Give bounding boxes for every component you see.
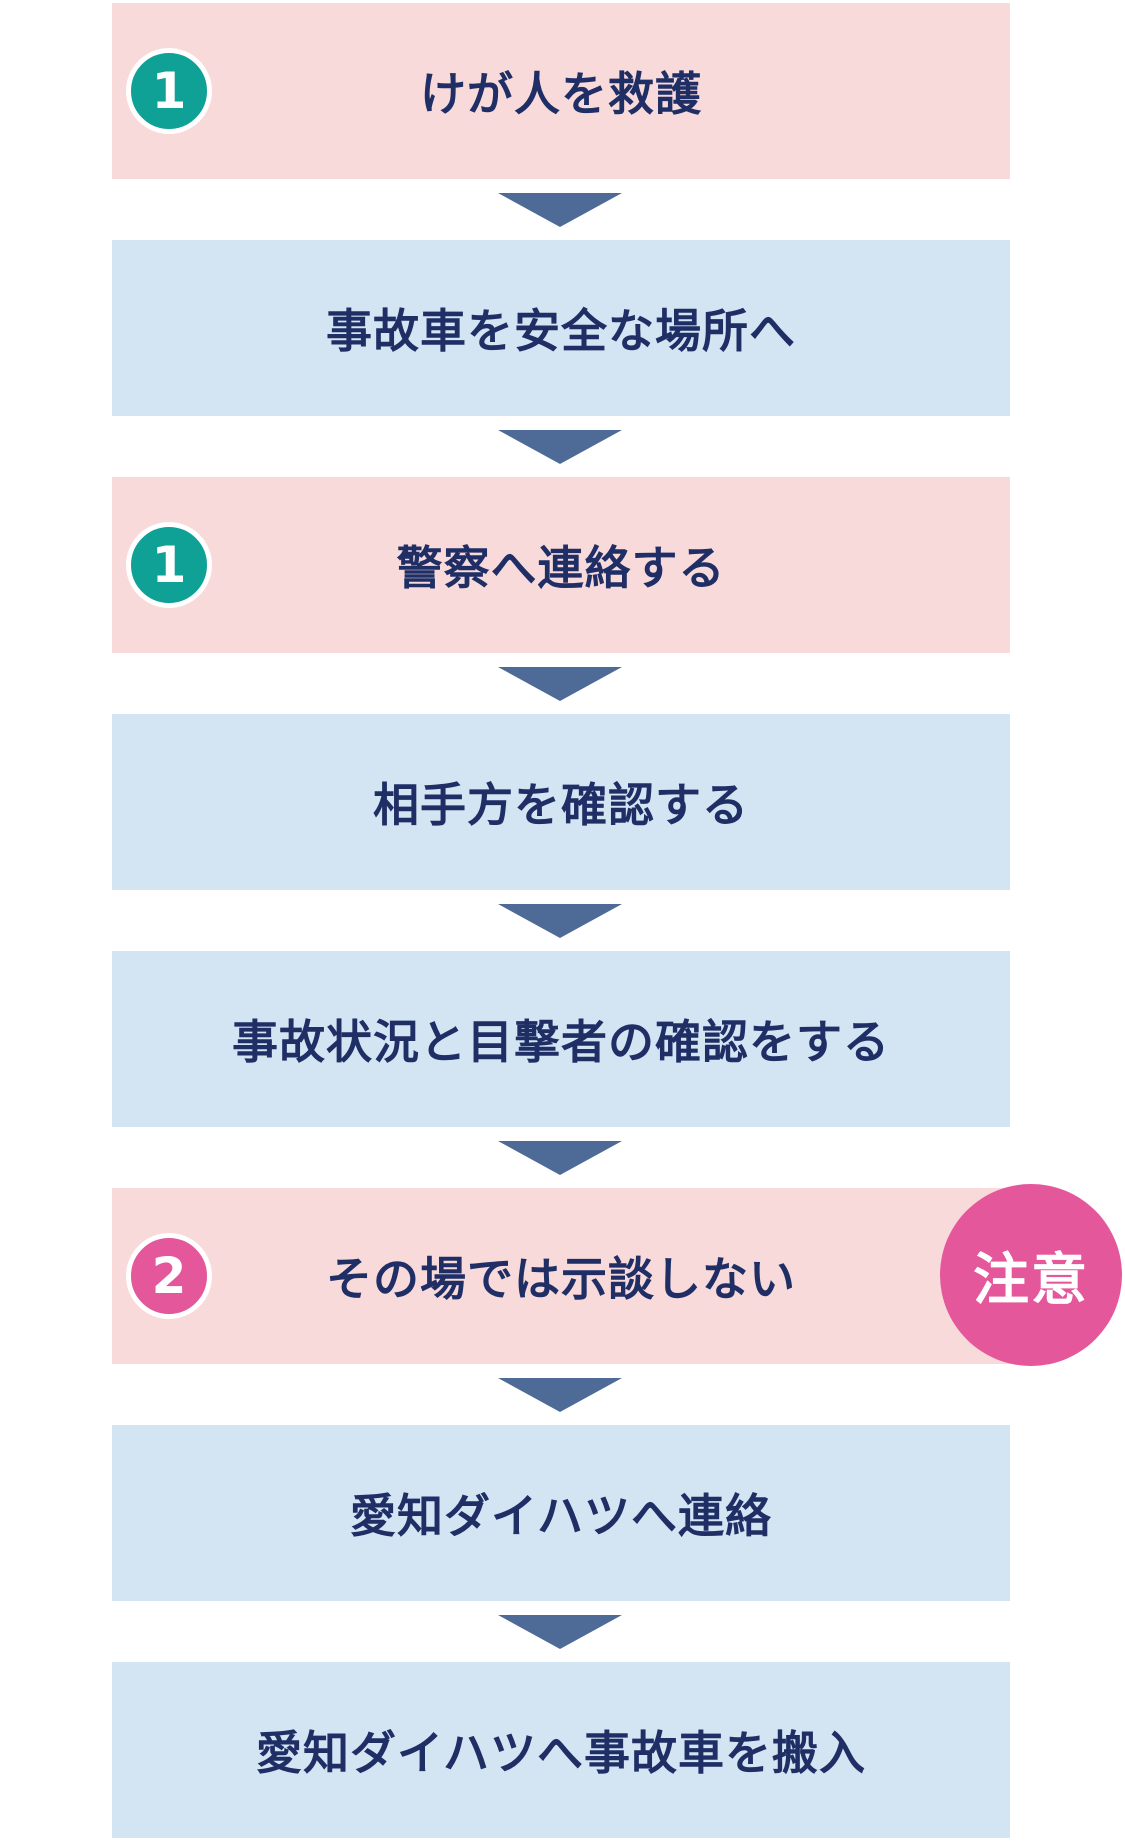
down-arrow-icon [498, 667, 622, 701]
flow-step-5: 事故状況と目撃者の確認をする [112, 951, 1010, 1127]
step-badge-3: 1 [126, 522, 212, 608]
flow-step-1: 1 けが人を救護 [112, 3, 1010, 179]
down-arrow-icon [498, 904, 622, 938]
caution-badge: 注意 [940, 1184, 1122, 1366]
down-arrow-icon [498, 1378, 622, 1412]
step-label: 事故状況と目撃者の確認をする [232, 1015, 890, 1069]
flow-step-3: 1 警察へ連絡する [112, 477, 1010, 653]
down-arrow-icon [498, 193, 622, 227]
step-label: その場では示談しない [326, 1252, 796, 1306]
down-arrow-icon [498, 430, 622, 464]
step-label: 相手方を確認する [373, 778, 749, 832]
flow-step-8: 愛知ダイハツへ事故車を搬入 [112, 1662, 1010, 1838]
flow-step-6: 2 その場では示談しない [112, 1188, 1010, 1364]
step-label: 事故車を安全な場所へ [326, 304, 796, 358]
step-label: 愛知ダイハツへ事故車を搬入 [255, 1726, 867, 1780]
step-badge-6: 2 [126, 1233, 212, 1319]
flow-step-4: 相手方を確認する [112, 714, 1010, 890]
down-arrow-icon [498, 1615, 622, 1649]
step-badge-1: 1 [126, 48, 212, 134]
step-label: 愛知ダイハツへ連絡 [349, 1489, 773, 1543]
step-label: けが人を救護 [420, 67, 702, 121]
flow-step-7: 愛知ダイハツへ連絡 [112, 1425, 1010, 1601]
step-label: 警察へ連絡する [396, 541, 726, 595]
flow-step-2: 事故車を安全な場所へ [112, 240, 1010, 416]
down-arrow-icon [498, 1141, 622, 1175]
